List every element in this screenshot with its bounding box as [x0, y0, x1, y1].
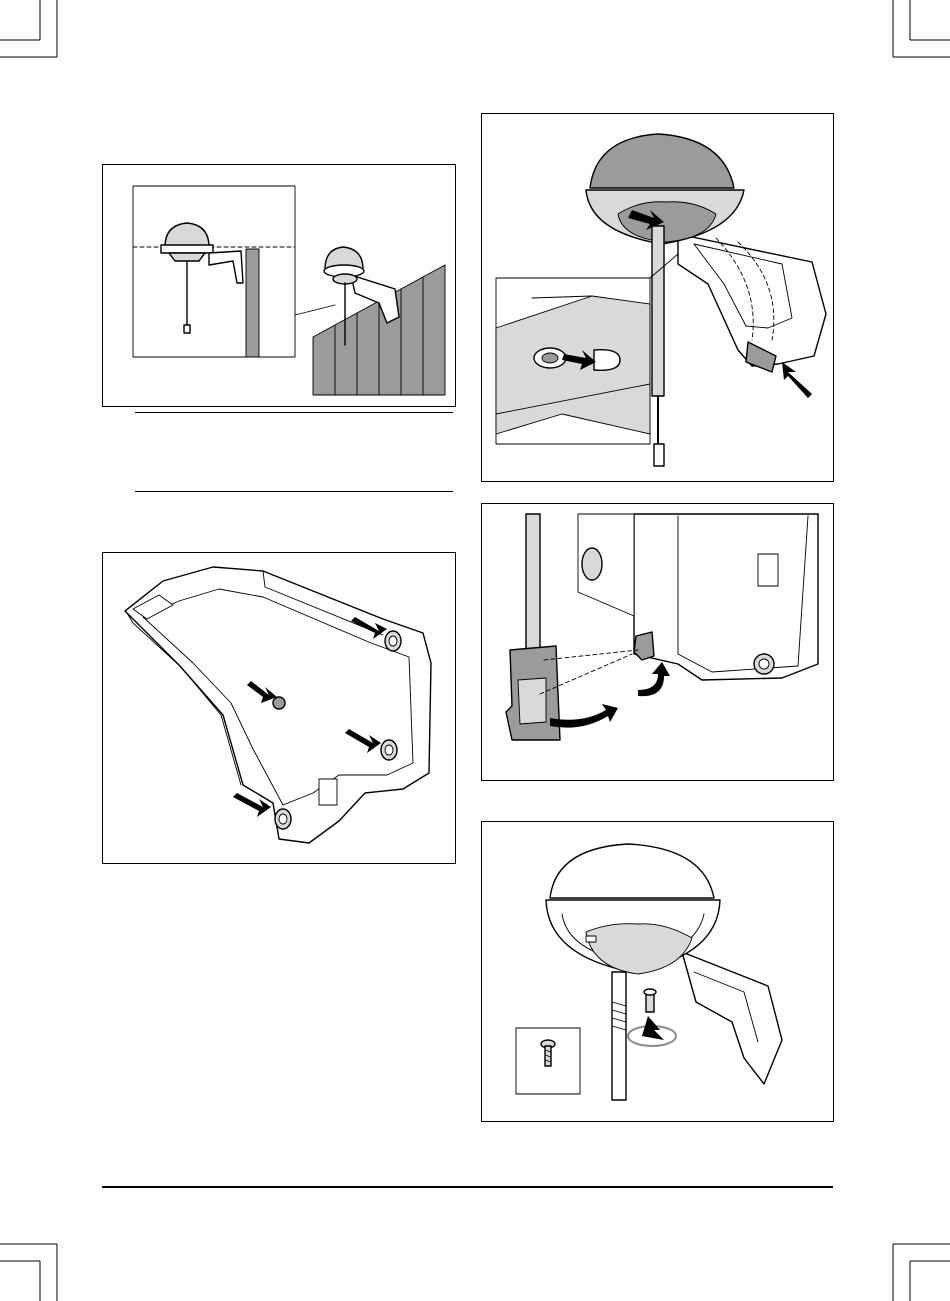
- figure-bracket-screws: [102, 552, 456, 864]
- figure-antenna-slide: [481, 113, 834, 482]
- separator-bottom: [135, 491, 453, 492]
- figure-fence-mount: [102, 164, 456, 407]
- wall-bracket-screw-points-illustration: [103, 553, 455, 863]
- antenna-screw-tighten-illustration: [482, 822, 833, 1121]
- cable-clip-attach-illustration: [482, 504, 833, 780]
- fence-mounted-antenna-illustration: [103, 165, 455, 406]
- separator-top: [135, 412, 453, 413]
- figure-screw-tighten: [481, 821, 834, 1122]
- footer-rule: [102, 1186, 833, 1188]
- antenna-bracket-slide-in-illustration: [482, 114, 833, 481]
- figure-cable-clip: [481, 503, 834, 781]
